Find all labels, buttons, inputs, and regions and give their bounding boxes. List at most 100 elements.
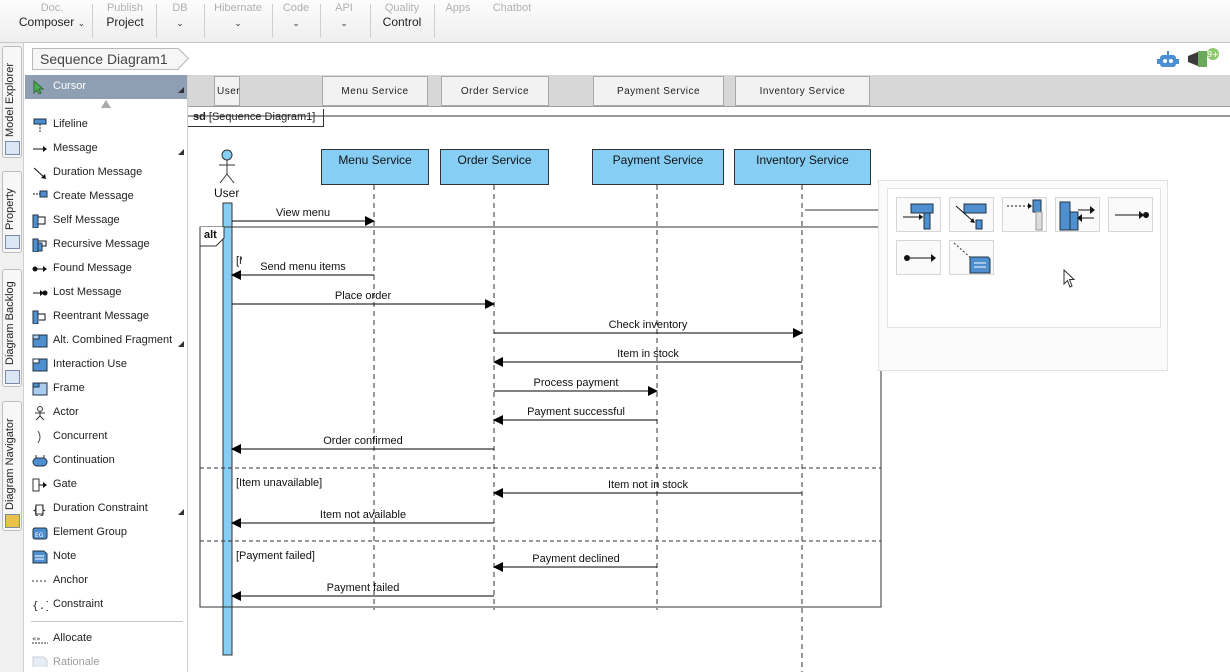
diagram-canvas[interactable]: User Menu Service Order Service Payment … <box>188 75 1230 672</box>
palette-item-interaction-use[interactable]: Interaction Use <box>25 353 187 377</box>
palette-item-reentrant-message[interactable]: Reentrant Message <box>25 305 187 329</box>
code-button[interactable]: Code ⌄ <box>278 2 314 40</box>
lifeline-head-payment-service[interactable]: Payment Service <box>592 149 724 185</box>
palette-item-create-message[interactable]: Create Message <box>25 185 187 209</box>
navigator-icon <box>5 514 20 528</box>
found-message-icon <box>1007 199 1043 231</box>
tab-diagram-navigator[interactable]: Diagram Navigator <box>2 401 22 531</box>
palette-item-lifeline[interactable]: Lifeline <box>25 113 187 137</box>
more-options-icon[interactable] <box>178 149 184 155</box>
header-user[interactable]: User <box>214 76 240 106</box>
palette-item-label: Alt. Combined Fragment <box>53 334 173 346</box>
create-message-icon <box>955 203 987 230</box>
quality-control-button[interactable]: Quality Control <box>376 2 428 40</box>
side-tab-bar: Model Explorer Property Diagram Backlog … <box>0 43 24 672</box>
hibernate-button[interactable]: Hibernate ⌄ <box>210 2 266 40</box>
palette-item-anchor[interactable]: Anchor <box>25 569 187 593</box>
palette-item-actor[interactable]: Actor <box>25 401 187 425</box>
palette-item-lost-message[interactable]: Lost Message <box>25 281 187 305</box>
header-order-service[interactable]: Order Service <box>441 76 549 106</box>
palette-item-found-message[interactable]: Found Message <box>25 257 187 281</box>
header-payment-service[interactable]: Payment Service <box>593 76 724 106</box>
frame-name: [Sequence Diagram1] <box>208 111 316 123</box>
palette-item-continuation[interactable]: Continuation <box>25 449 187 473</box>
self-message-button[interactable] <box>896 197 941 232</box>
more-options-icon[interactable] <box>178 341 184 347</box>
palette-item-duration-message[interactable]: Duration Message <box>25 161 187 185</box>
lost-message-button[interactable] <box>1108 197 1153 232</box>
palette-item-allocate[interactable]: «»Allocate <box>25 627 187 651</box>
palette-item-note[interactable]: Note <box>25 545 187 569</box>
gate-icon <box>32 478 47 492</box>
doc-composer-button[interactable]: Doc. Composer ⌄ <box>18 2 86 40</box>
lifeline-head-order-service[interactable]: Order Service <box>440 149 549 185</box>
tab-diagram-backlog[interactable]: Diagram Backlog <box>2 269 22 387</box>
svg-text:{.}: {.} <box>32 599 48 612</box>
frame-keyword: sd <box>193 111 206 123</box>
ribbon-divider <box>370 4 371 38</box>
self-message-icon <box>32 214 46 228</box>
palette-item-frame[interactable]: Frame <box>25 377 187 401</box>
palette-item-label: Note <box>53 550 77 562</box>
palette-item-gate[interactable]: Gate <box>25 473 187 497</box>
chatbot-button[interactable]: Chatbot <box>488 2 536 40</box>
palette-item-label: Lost Message <box>53 286 122 298</box>
palette-item-label: Concurrent <box>53 430 108 442</box>
interaction-use-icon <box>32 358 48 372</box>
guard-condition: [M <box>236 255 242 267</box>
anchor-note-button[interactable] <box>949 240 994 275</box>
palette-item-recursive-message[interactable]: Recursive Message <box>25 233 187 257</box>
scroll-up-icon[interactable] <box>101 100 111 108</box>
tab-property[interactable]: Property <box>2 171 22 253</box>
db-button[interactable]: DB ⌄ <box>162 2 198 40</box>
recursive-message-button[interactable] <box>1055 197 1100 232</box>
message-label: Item not in stock <box>607 479 689 491</box>
lifeline-head-menu-service[interactable]: Menu Service <box>321 149 429 185</box>
lifeline-head-inventory-service[interactable]: Inventory Service <box>734 149 871 185</box>
tab-model-explorer[interactable]: Model Explorer <box>2 46 22 158</box>
palette-item-label: Cursor <box>53 80 87 92</box>
more-options-icon[interactable] <box>178 87 184 93</box>
breadcrumb-label: Sequence Diagram1 <box>40 51 168 67</box>
actor-icon[interactable] <box>219 149 235 184</box>
api-button[interactable]: API ⌄ <box>326 2 362 40</box>
found-message-button[interactable] <box>1002 197 1047 232</box>
create-message-button[interactable] <box>949 197 994 232</box>
palette-item-combined-fragment[interactable]: Alt. Combined Fragment <box>25 329 187 353</box>
palette-item-label: Self Message <box>53 214 120 226</box>
tab-label: Model Explorer <box>4 63 16 137</box>
header-inventory-service[interactable]: Inventory Service <box>735 76 870 106</box>
breadcrumb[interactable]: Sequence Diagram1 <box>32 48 179 70</box>
user-activation-bar[interactable] <box>222 202 233 656</box>
backlog-icon <box>5 370 20 384</box>
actor-label: User <box>214 186 240 200</box>
more-options-icon[interactable] <box>178 509 184 515</box>
megaphone-icon[interactable]: 9+ <box>1186 48 1220 70</box>
message-label: Order confirmed <box>323 435 403 447</box>
svg-text:EG: EG <box>35 532 44 539</box>
model-explorer-icon <box>5 141 20 155</box>
palette-item-rationale[interactable]: Rationale <box>25 651 187 667</box>
message-button[interactable] <box>896 240 941 275</box>
apps-button[interactable]: Apps <box>440 2 476 40</box>
recursive-message-icon <box>1059 201 1095 231</box>
publish-project-button[interactable]: Publish Project <box>100 2 150 40</box>
alt-fragment[interactable] <box>199 226 882 608</box>
header-menu-service[interactable]: Menu Service <box>322 76 428 106</box>
palette-item-cursor[interactable]: Cursor <box>25 75 187 99</box>
palette-item-concurrent[interactable]: Concurrent <box>25 425 187 449</box>
ribbon-divider <box>320 4 321 38</box>
palette-item-label: Continuation <box>53 454 115 466</box>
palette-item-constraint[interactable]: {.}Constraint <box>25 593 187 617</box>
robot-icon[interactable] <box>1157 50 1179 70</box>
mouse-pointer-icon <box>1063 269 1076 288</box>
palette-item-duration-constraint[interactable]: {}Duration Constraint <box>25 497 187 521</box>
ribbon-line1: Apps <box>445 2 471 14</box>
palette-item-message[interactable]: Message <box>25 137 187 161</box>
frame-icon <box>32 382 48 396</box>
palette-item-self-message[interactable]: Self Message <box>25 209 187 233</box>
ribbon-line2: Control <box>382 15 422 29</box>
ribbon-divider <box>434 4 435 38</box>
